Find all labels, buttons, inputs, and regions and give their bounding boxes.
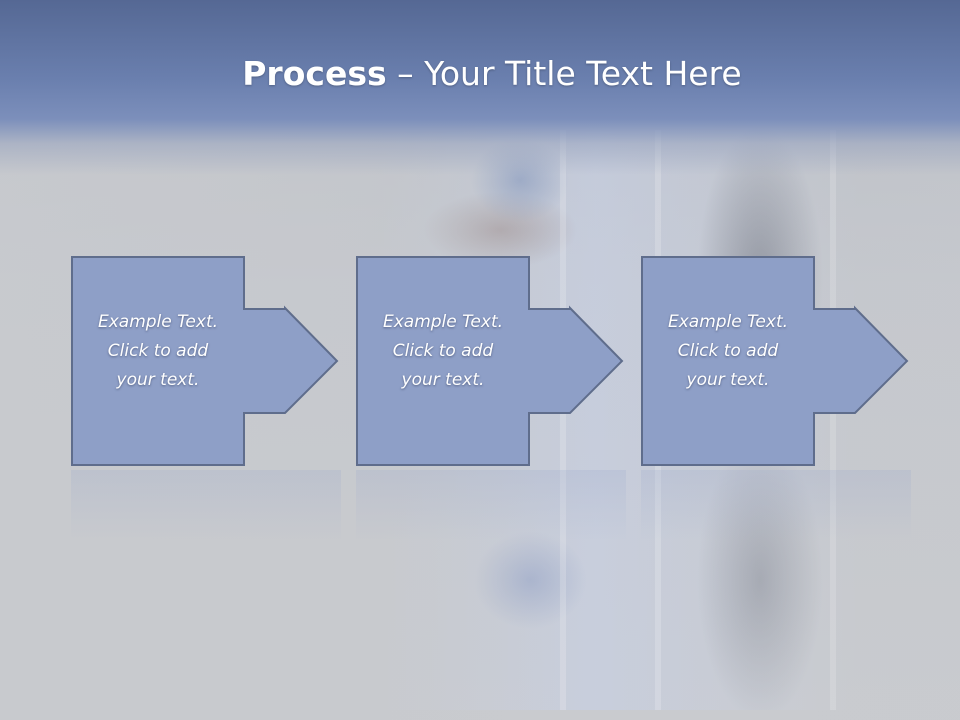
title-rest: – Your Title Text Here bbox=[386, 54, 742, 93]
step-text: Example Text. Click to add your text. bbox=[73, 308, 243, 395]
step-box bbox=[71, 256, 339, 466]
process-step-3[interactable]: Example Text. Click to add your text. bbox=[641, 256, 911, 468]
step-arrow-shape bbox=[641, 256, 909, 466]
step-text-line: Example Text. bbox=[97, 312, 219, 332]
step-reflection bbox=[641, 470, 911, 540]
title-bold: Process bbox=[242, 54, 387, 93]
step-text-line: Example Text. bbox=[382, 312, 504, 332]
step-text-line: Click to add bbox=[677, 341, 779, 361]
process-step-1[interactable]: Example Text. Click to add your text. bbox=[71, 256, 341, 468]
step-text: Example Text. Click to add your text. bbox=[358, 308, 528, 395]
step-arrow-shape bbox=[356, 256, 624, 466]
step-text-line: Example Text. bbox=[667, 312, 789, 332]
step-reflection bbox=[71, 470, 341, 540]
step-arrow-shape bbox=[71, 256, 339, 466]
step-text-line: Click to add bbox=[107, 341, 209, 361]
process-step-2[interactable]: Example Text. Click to add your text. bbox=[356, 256, 626, 468]
title-band bbox=[0, 0, 960, 175]
step-box bbox=[356, 256, 624, 466]
step-reflection bbox=[356, 470, 626, 540]
step-box bbox=[641, 256, 909, 466]
step-text-line: your text. bbox=[686, 370, 770, 390]
step-text-line: Click to add bbox=[392, 341, 494, 361]
step-text-line: your text. bbox=[116, 370, 200, 390]
step-text-line: your text. bbox=[401, 370, 485, 390]
slide-title[interactable]: Process – Your Title Text Here bbox=[0, 52, 960, 96]
step-text: Example Text. Click to add your text. bbox=[643, 308, 813, 395]
